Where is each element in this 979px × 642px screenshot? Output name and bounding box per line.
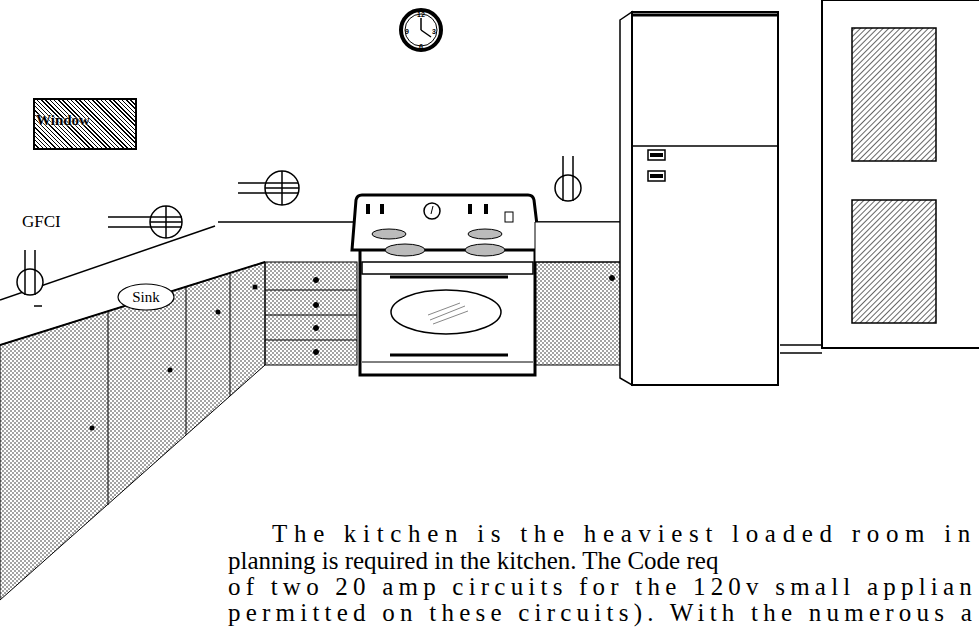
wall-clock: [401, 10, 441, 50]
window-box: Window: [33, 98, 137, 150]
sink-ellipse: Sink: [117, 283, 175, 311]
gfci-label: GFCI: [22, 213, 61, 230]
receptacle-symbol: [17, 250, 43, 306]
range-stove: [352, 195, 540, 375]
clock-numeral: 6: [419, 43, 423, 50]
refrigerator: [620, 12, 778, 385]
left-cabinets: [0, 262, 265, 600]
clock-numeral: 3: [432, 28, 436, 35]
body-text-line: permitted on these circuits). With the n…: [228, 600, 977, 625]
node-text: Window: [36, 112, 90, 129]
body-text-line: The kitchen is the heaviest loaded room …: [272, 521, 977, 546]
clock-numeral: 9: [405, 28, 409, 35]
gfci-receptacle-symbol: [108, 206, 182, 238]
door: [780, 0, 979, 353]
right-cabinet: [535, 222, 632, 365]
body-text-line: planning is required in the kitchen. The…: [228, 548, 718, 573]
receptacle-symbol: [555, 156, 581, 201]
body-text-line: of two 20 amp circuits for the 120v smal…: [228, 574, 977, 599]
node-text: Sink: [132, 289, 160, 306]
drawer-stack: [265, 262, 357, 365]
clock-numeral: 12: [417, 11, 425, 18]
receptacle-symbol: [238, 171, 299, 205]
